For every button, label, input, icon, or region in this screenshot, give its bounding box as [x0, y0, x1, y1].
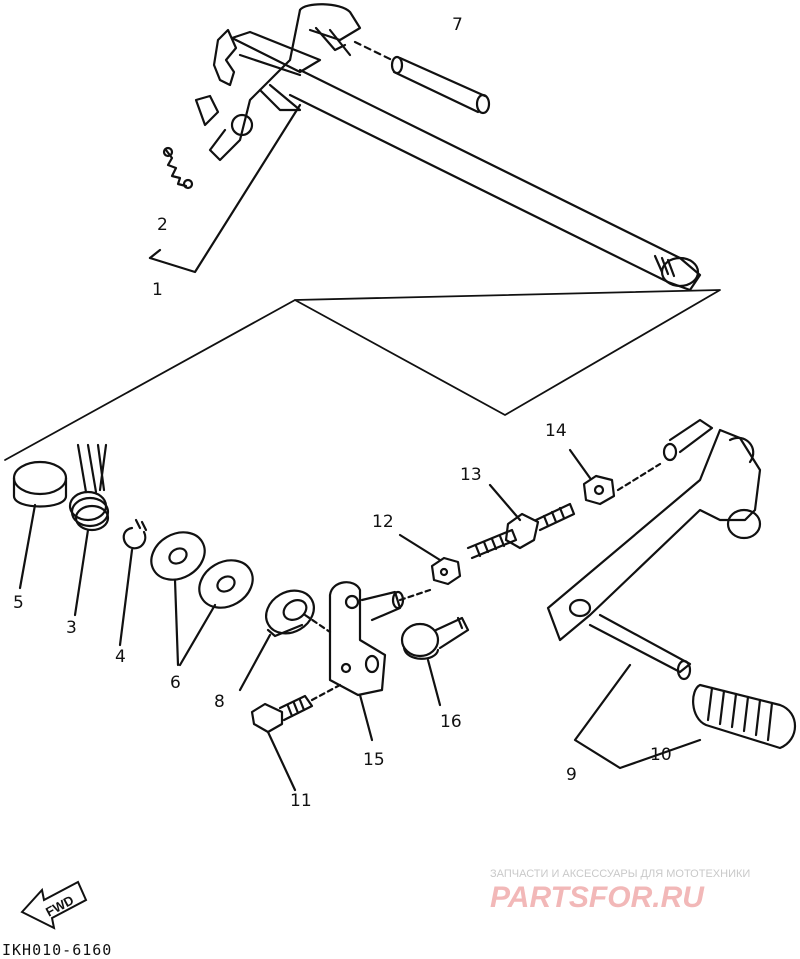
callout-15: 15	[363, 750, 385, 770]
part-11-bolt	[250, 683, 342, 792]
callout-2: 2	[157, 215, 168, 235]
part-6-washers	[150, 531, 254, 667]
part-13-threaded-rod	[466, 483, 576, 560]
callout-10: 10	[650, 745, 672, 765]
part-1-shift-shaft	[194, 3, 702, 292]
callout-11: 11	[290, 791, 312, 811]
callout-6: 6	[170, 673, 181, 693]
fwd-arrow-icon: FWD	[20, 880, 88, 930]
watermark-tagline: ЗАПЧАСТИ И АКСЕССУАРЫ ДЛЯ МОТОТЕХНИКИ	[490, 868, 750, 880]
part-14-nut	[568, 448, 662, 506]
part-8-bearing	[238, 589, 332, 692]
part-5-bushing	[12, 460, 68, 590]
callout-7: 7	[452, 15, 463, 35]
part-15-shift-arm	[328, 581, 432, 742]
callout-8: 8	[214, 692, 225, 712]
part-7-pin	[353, 40, 491, 115]
callout-3: 3	[66, 618, 77, 638]
callout-16: 16	[440, 712, 462, 732]
part-2-spring	[162, 146, 194, 190]
part-12-nut	[398, 533, 462, 586]
drawing-code: IKH010-6160	[2, 941, 112, 959]
callout-12: 12	[372, 512, 394, 532]
part-4-circlip	[118, 518, 148, 647]
fwd-label: FWD	[43, 892, 76, 919]
part-9-shift-pedal	[546, 418, 762, 770]
part-16-pivot	[400, 616, 470, 707]
watermark-brand: PARTSFOR.RU	[490, 881, 705, 914]
part-10-foot-peg	[692, 683, 796, 750]
callout-1: 1	[152, 280, 163, 300]
callout-9: 9	[566, 765, 577, 785]
callout-5: 5	[13, 593, 24, 613]
callout-4: 4	[115, 647, 126, 667]
part-3-torsion-spring	[68, 443, 110, 617]
callout-14: 14	[545, 421, 567, 441]
callout-13: 13	[460, 465, 482, 485]
